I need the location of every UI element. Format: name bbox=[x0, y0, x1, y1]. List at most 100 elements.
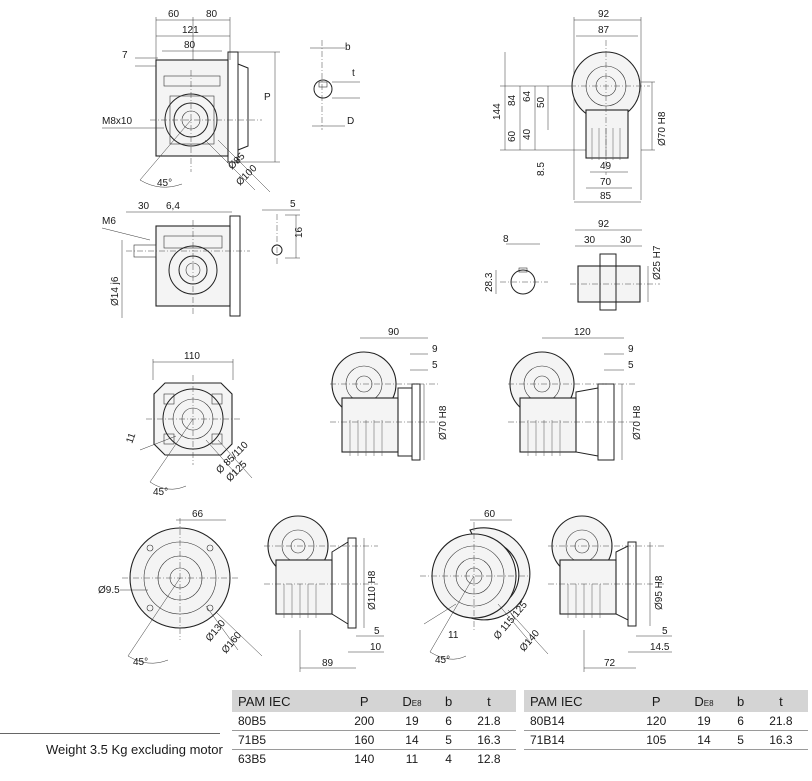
cell-d: 14 bbox=[388, 730, 436, 750]
dim-72: 72 bbox=[604, 658, 616, 669]
dim-85: 85 bbox=[600, 191, 612, 202]
cell-p: 160 bbox=[340, 730, 389, 750]
dim-6-4: 6,4 bbox=[166, 201, 180, 212]
table-row: 63B5 140 11 4 12.8 bbox=[232, 750, 516, 769]
dim-80: 80 bbox=[184, 40, 196, 51]
cell-t: 21.8 bbox=[461, 712, 516, 731]
dim-8: 8 bbox=[503, 234, 509, 245]
dim-o9-5: Ø9.5 bbox=[98, 585, 120, 596]
col-b: b bbox=[727, 690, 754, 712]
dim-121: 121 bbox=[182, 25, 199, 36]
dim-o110-h8: Ø110 H8 bbox=[367, 570, 378, 610]
input-key-detail: 5 16 bbox=[262, 199, 305, 265]
dim-5-b: 5 bbox=[628, 360, 634, 371]
dim-30-a: 30 bbox=[584, 235, 596, 246]
dim-o70-h8-b: Ø70 H8 bbox=[438, 405, 449, 440]
dim-p: P bbox=[264, 92, 271, 103]
cell-t: 16.3 bbox=[461, 730, 516, 750]
dim-o70-h8-c: Ø70 H8 bbox=[632, 405, 643, 440]
dim-92: 92 bbox=[598, 9, 610, 20]
table-row: 71B5 160 14 5 16.3 bbox=[232, 730, 516, 750]
dim-5-a: 5 bbox=[432, 360, 438, 371]
dim-80-top: 80 bbox=[206, 9, 218, 20]
dim-o14-j6: Ø14 j6 bbox=[110, 276, 121, 306]
shaft-key-detail: b t D bbox=[310, 40, 360, 130]
table-row: 80B5 200 19 6 21.8 bbox=[232, 712, 516, 731]
weight-divider bbox=[0, 733, 220, 734]
weight-note: Weight 3.5 Kg excluding motor bbox=[46, 742, 223, 757]
dim-o25-h7: Ø25 H7 bbox=[652, 245, 663, 280]
dim-11-b: 11 bbox=[448, 630, 459, 641]
view-square-flange: 110 11 45° Ø 85/110 Ø125 bbox=[124, 351, 253, 498]
cell-t: 12.8 bbox=[477, 752, 501, 766]
dim-11: 11 bbox=[124, 431, 138, 445]
view-front-flange: 60 80 121 80 7 P M8x10 45° Ø85 bbox=[102, 9, 280, 193]
label-m8x10: M8x10 bbox=[102, 116, 132, 127]
dim-9-b: 9 bbox=[628, 344, 634, 355]
dim-o70-h8-a: Ø70 H8 bbox=[657, 111, 668, 146]
cell-pam: 80B14 bbox=[524, 712, 633, 731]
dim-144: 144 bbox=[492, 103, 503, 120]
col-p: P bbox=[632, 690, 681, 712]
dim-66: 66 bbox=[192, 509, 204, 520]
dim-90: 90 bbox=[388, 327, 400, 338]
dim-9-a: 9 bbox=[432, 344, 438, 355]
view-side-output: 92 87 144 84 60 64 40 50 8.5 49 70 bbox=[492, 9, 668, 203]
view-side-flange-round-95: Ø95 H8 5 14.5 72 bbox=[548, 515, 672, 672]
cell-pam: 63B5 bbox=[238, 752, 267, 766]
col-d: DE8 bbox=[680, 690, 728, 712]
col-pam-iec: PAM IEC bbox=[232, 690, 341, 712]
label-m6: M6 bbox=[102, 216, 116, 227]
view-side-flange-round-110: Ø110 H8 5 10 89 bbox=[264, 515, 384, 672]
angle-45-d: 45° bbox=[435, 655, 450, 666]
col-t: t bbox=[753, 690, 808, 712]
cell-d: 14 bbox=[680, 730, 728, 750]
dim-49: 49 bbox=[600, 161, 612, 172]
angle-45-a: 45° bbox=[157, 178, 172, 189]
dim-5-key: 5 bbox=[290, 199, 296, 210]
dim-30-b: 30 bbox=[620, 235, 632, 246]
dim-o95-h8: Ø95 H8 bbox=[654, 575, 665, 610]
col-p: P bbox=[340, 690, 389, 712]
dim-t: t bbox=[352, 68, 355, 79]
dim-60: 60 bbox=[168, 9, 180, 20]
view-side-flange-90: 90 9 5 Ø70 H8 bbox=[330, 327, 449, 461]
flange-table-b14: PAM IEC P DE8 b t 80B14 120 19 6 21.8 71… bbox=[524, 690, 808, 750]
cell-p: 140 bbox=[354, 752, 375, 766]
dim-110: 110 bbox=[184, 351, 200, 362]
angle-45-b: 45° bbox=[153, 487, 168, 498]
dim-5-d: 5 bbox=[662, 626, 668, 637]
cell-b: 4 bbox=[445, 752, 452, 766]
cell-b: 5 bbox=[435, 730, 462, 750]
dim-120: 120 bbox=[574, 327, 591, 338]
cell-t: 16.3 bbox=[753, 730, 808, 750]
view-hollow-shaft: 8 28.3 92 30 30 Ø25 H7 bbox=[484, 219, 663, 311]
dim-7: 7 bbox=[122, 50, 128, 61]
dim-28-3: 28.3 bbox=[484, 272, 495, 292]
view-side-flange-120: 120 9 5 Ø70 H8 bbox=[508, 327, 643, 461]
cell-pam: 71B5 bbox=[232, 730, 341, 750]
dim-10: 10 bbox=[370, 642, 382, 653]
cell-d: 19 bbox=[680, 712, 728, 731]
technical-drawing: 60 80 121 80 7 P M8x10 45° Ø85 bbox=[98, 9, 672, 672]
cell-p: 200 bbox=[340, 712, 389, 731]
flange-table-b5: PAM IEC P DE8 b t 80B5 200 19 6 21.8 71B… bbox=[232, 690, 516, 768]
dim-70: 70 bbox=[600, 177, 612, 188]
cell-b: 6 bbox=[435, 712, 462, 731]
col-t: t bbox=[461, 690, 516, 712]
view-round-flange-160: 66 Ø9.5 45° Ø130 Ø160 bbox=[98, 509, 263, 668]
cell-b: 5 bbox=[727, 730, 754, 750]
table-row: 71B14 105 14 5 16.3 bbox=[524, 730, 808, 750]
col-b: b bbox=[435, 690, 462, 712]
dim-84: 84 bbox=[507, 94, 518, 106]
dim-d: D bbox=[347, 116, 354, 127]
dim-87: 87 bbox=[598, 25, 610, 36]
view-round-flange-140: 60 11 45° Ø 115/125 Ø140 bbox=[420, 509, 549, 666]
cell-pam: 80B5 bbox=[232, 712, 341, 731]
dim-16: 16 bbox=[294, 226, 305, 238]
cell-p: 120 bbox=[632, 712, 681, 731]
col-pam-iec: PAM IEC bbox=[524, 690, 633, 712]
cell-t: 21.8 bbox=[753, 712, 808, 731]
dim-60-b: 60 bbox=[484, 509, 496, 520]
dim-50: 50 bbox=[536, 96, 547, 108]
